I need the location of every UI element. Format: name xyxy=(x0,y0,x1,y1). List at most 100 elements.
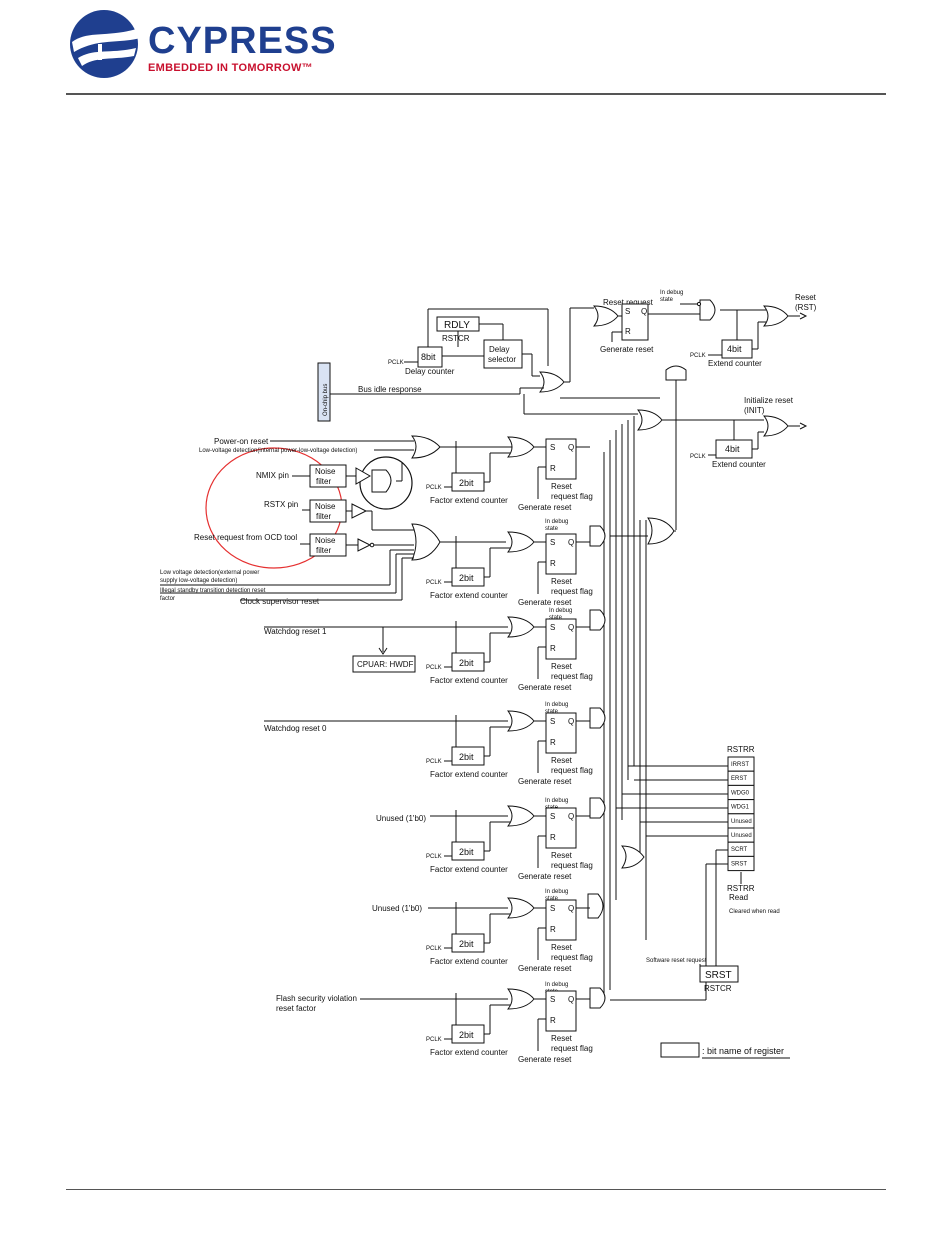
channel-r-label: R xyxy=(550,559,556,568)
channel-or-gate xyxy=(506,616,535,638)
debug-and-gate-2 xyxy=(589,609,606,631)
nmix-highlight-circle xyxy=(359,456,413,510)
logo-tagline: EMBEDDED IN TOMORROW™ xyxy=(148,62,313,74)
channel-sr-latch xyxy=(545,807,577,849)
channel-2bit-label: 2bit xyxy=(459,752,474,762)
channel-pclk-label: PCLK xyxy=(426,485,442,491)
channel-s-label: S xyxy=(550,538,555,547)
globe-logo-icon xyxy=(70,10,140,78)
ocd-buffer xyxy=(357,538,372,552)
channel-or-gate xyxy=(506,988,535,1010)
debug-6-a: In debug xyxy=(545,982,568,988)
debug-4-a: In debug xyxy=(545,798,568,804)
rstrr-bit-label: IRRST xyxy=(731,762,749,768)
rstx-filter-label: filter xyxy=(316,512,331,521)
channel-generate-reset: Generate reset xyxy=(518,964,572,973)
unused1-label: Unused (1'b0) xyxy=(376,814,426,823)
debug-top-2: state xyxy=(660,297,674,303)
reset-request-or-gate xyxy=(592,305,619,327)
debug-5-b: state xyxy=(545,896,559,902)
channel-s-label: S xyxy=(550,623,555,632)
cpuar-register xyxy=(352,655,416,673)
channel-2bit-label: 2bit xyxy=(459,847,474,857)
generate-reset-top: Generate reset xyxy=(600,345,654,354)
channel-r-label: R xyxy=(550,925,556,934)
channel-flag-label-2: request flag xyxy=(551,492,593,501)
channel-2bit-label: 2bit xyxy=(459,478,474,488)
legend-label: : bit name of register xyxy=(702,1046,784,1056)
ocd-filter-label: filter xyxy=(316,546,331,555)
channel-q-label: Q xyxy=(568,904,574,913)
watchdog0-label: Watchdog reset 0 xyxy=(264,724,327,733)
init-extend-bits: 4bit xyxy=(725,444,740,454)
watchdog1-label: Watchdog reset 1 xyxy=(264,627,327,636)
sr-r-label: R xyxy=(625,327,631,336)
init-label: Initialize reset xyxy=(744,396,794,405)
low-voltage-external-label-2: supply low-voltage detection) xyxy=(160,578,237,584)
rstrr-bit-label: SRST xyxy=(731,861,747,867)
channel-sr-latch xyxy=(545,990,577,1032)
debug-and-gate-4 xyxy=(589,797,606,819)
debug-2-b: state xyxy=(549,615,563,621)
channel-flag-label-1: Reset xyxy=(551,577,573,586)
channel-q-label: Q xyxy=(568,717,574,726)
channel-s-label: S xyxy=(550,904,555,913)
channel-factor-label: Factor extend counter xyxy=(430,865,508,874)
channel-r-label: R xyxy=(550,464,556,473)
channel-flag-label-2: request flag xyxy=(551,766,593,775)
channel-s-label: S xyxy=(550,812,555,821)
srst-register xyxy=(699,965,739,983)
nmix-noise-label: Noise xyxy=(315,467,336,476)
nmix-buffer xyxy=(355,467,372,485)
reset-request-label: Reset request xyxy=(603,298,654,307)
rstrr-bit-label: Unused xyxy=(731,833,752,839)
channel-generate-reset: Generate reset xyxy=(518,777,572,786)
pclk-init: PCLK xyxy=(690,454,706,460)
srst-label: SRST xyxy=(705,970,732,981)
power-on-or-gate xyxy=(410,435,441,459)
channel-or-gate xyxy=(506,805,535,827)
channel-q-label: Q xyxy=(568,623,574,632)
rstrr-read-label-2: Read xyxy=(729,893,748,902)
channel-pclk-label: PCLK xyxy=(426,946,442,952)
channel-2bit-label: 2bit xyxy=(459,1030,474,1040)
channel-factor-label: Factor extend counter xyxy=(430,591,508,600)
debug-top-1: In debug xyxy=(660,290,683,296)
channel-r-label: R xyxy=(550,738,556,747)
ocd-tool-label: Reset request from OCD tool xyxy=(194,533,297,542)
debug-5-a: In debug xyxy=(545,889,568,895)
low-voltage-internal-label: Low-voltage detection(internal power-low… xyxy=(199,448,357,454)
on-chip-bus-block xyxy=(317,362,331,422)
channel-pclk-label: PCLK xyxy=(426,854,442,860)
debug-or-gate-main xyxy=(647,517,675,545)
channel-factor-label: Factor extend counter xyxy=(430,676,508,685)
cleared-when-read-label: Cleared when read xyxy=(729,909,780,915)
reset-request-sr xyxy=(621,303,649,341)
channel-factor-label: Factor extend counter xyxy=(430,957,508,966)
rstrr-bit-label: ERST xyxy=(731,776,747,782)
channel-generate-reset: Generate reset xyxy=(518,683,572,692)
debug-and-gate-1 xyxy=(589,525,606,547)
debug-or-gate-mid xyxy=(620,845,645,869)
rstrr-title: RSTRR xyxy=(727,745,755,754)
channel-generate-reset: Generate reset xyxy=(518,872,572,881)
bus-or-gate xyxy=(538,371,565,393)
debug-and-gate-6 xyxy=(589,987,606,1009)
clock-supervisor-label: Clock supervisor reset xyxy=(240,597,320,606)
on-chip-bus-label: On-chip bus xyxy=(323,384,329,416)
rdly-rstcr-label: RSTCR xyxy=(442,334,470,343)
nmix-and-gate xyxy=(371,469,392,493)
legend-box xyxy=(660,1042,700,1058)
channel-pclk-label: PCLK xyxy=(426,1037,442,1043)
channel-or-gate xyxy=(506,436,535,458)
cpuar-label: CPUAR: HWDF xyxy=(357,660,414,669)
channel-r-label: R xyxy=(550,644,556,653)
bus-and-gate xyxy=(665,365,687,381)
rst-and-gate xyxy=(699,299,716,321)
channel-pclk-label: PCLK xyxy=(426,665,442,671)
init-sublabel: (INIT) xyxy=(744,406,765,415)
bus-idle-label: Bus idle response xyxy=(358,385,422,394)
